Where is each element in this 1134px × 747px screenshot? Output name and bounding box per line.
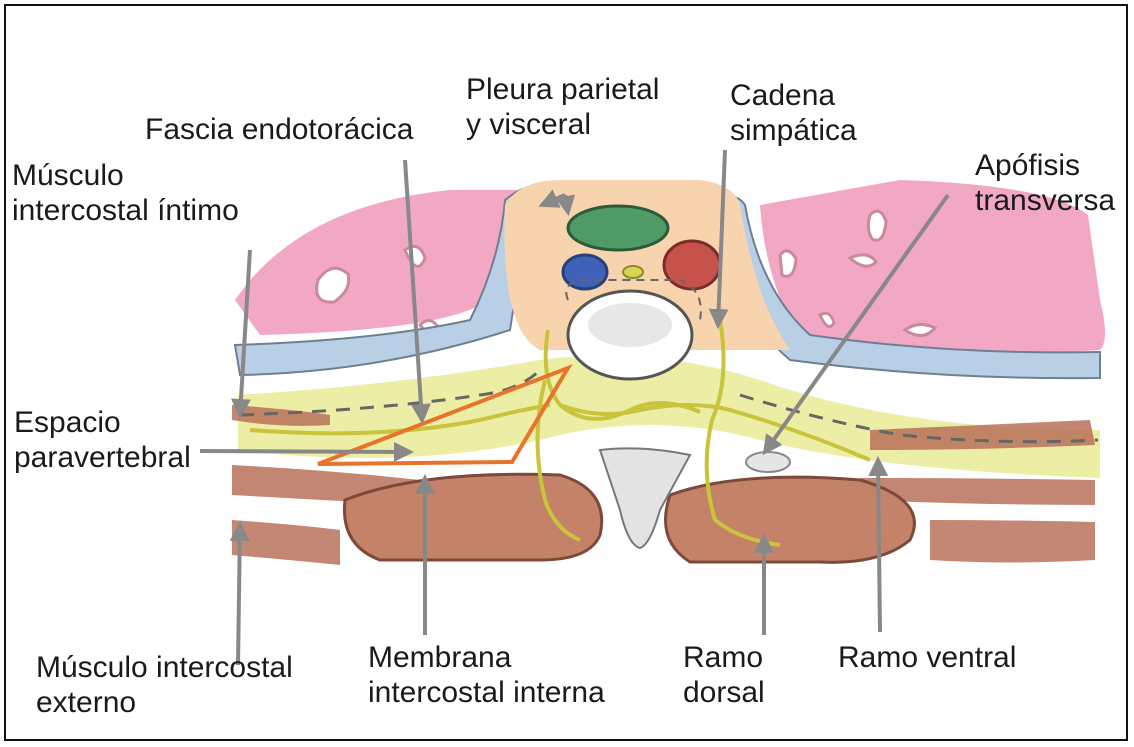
arrow-espacio <box>200 451 410 452</box>
left-paraspinal <box>344 474 601 560</box>
arrow-musculo-externo <box>238 525 240 665</box>
aorta <box>664 241 720 289</box>
esophagus <box>568 206 668 250</box>
arrow-ramo-ventral <box>878 460 880 632</box>
transverse-process <box>746 452 790 472</box>
label-ramo-ventral: Ramo ventral <box>838 640 1016 675</box>
label-fascia: Fascia endotorácica <box>145 112 413 147</box>
thoracic-duct <box>623 266 643 278</box>
arrow-musculo-intimo <box>240 250 250 415</box>
